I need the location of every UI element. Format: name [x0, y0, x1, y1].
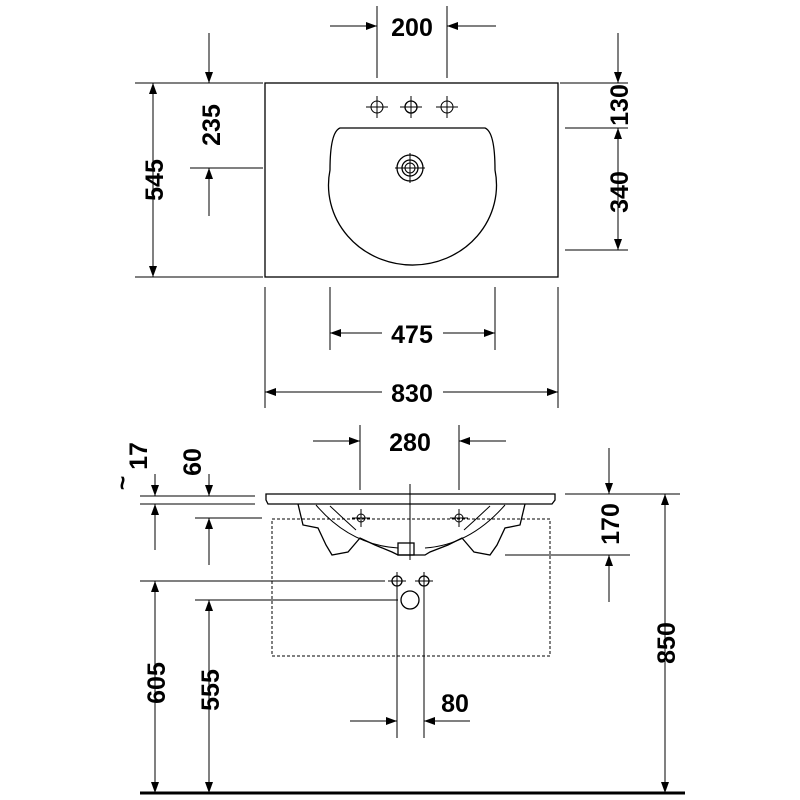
- dim-label-60: 60: [179, 448, 207, 476]
- dim-label-280: 280: [389, 429, 431, 457]
- dim-label-80: 80: [441, 690, 469, 718]
- vanity-top-outline: [264, 82, 559, 278]
- dim-label-830: 830: [391, 380, 433, 408]
- waste-connection: [400, 590, 420, 610]
- vanity-cabinet-hidden: [271, 518, 551, 657]
- dim-total-height: 850: [630, 493, 681, 793]
- dim-label-340: 340: [606, 171, 634, 213]
- tap-hole-center: [400, 96, 422, 118]
- overflow-hole-left: [352, 509, 370, 527]
- dim-right-stack: 130 340: [560, 33, 634, 251]
- dim-label-555: 555: [197, 669, 225, 711]
- dim-label-850: 850: [653, 622, 681, 664]
- dim-tap-spacing: 200: [330, 6, 496, 78]
- dim-label-17: 17: [125, 442, 153, 470]
- tap-hole-right: [436, 96, 458, 118]
- dim-label-tilde: ~: [109, 476, 137, 491]
- dim-label-130: 130: [606, 84, 634, 126]
- dim-drain-from-back: 235: [190, 33, 263, 216]
- dim-rim-thickness: 60: [179, 448, 262, 565]
- dim-label-605: 605: [143, 662, 171, 704]
- dim-basin-height: 170: [505, 448, 630, 602]
- dim-label-200: 200: [391, 14, 433, 42]
- dim-supply-spacing: 80: [350, 690, 470, 725]
- dim-rim-offset: 17 ~: [109, 442, 255, 550]
- tap-hole-left: [366, 96, 388, 118]
- dim-overflow-spacing: 280: [313, 425, 506, 490]
- dim-overall-depth: 545: [135, 82, 263, 278]
- dim-label-475: 475: [391, 321, 433, 349]
- basin-bowl-outline: [327, 127, 498, 266]
- front-view: 280 17 ~ 60: [109, 425, 685, 795]
- dim-overall-width: 830: [264, 287, 559, 408]
- dim-waste-height: 555: [195, 599, 398, 793]
- drain-hole: [395, 153, 425, 183]
- top-view: 200 235 545: [135, 6, 634, 408]
- dim-label-545: 545: [141, 159, 169, 201]
- supply-connection-right: [415, 572, 433, 590]
- bowl-profile: [297, 503, 526, 556]
- dim-label-235: 235: [198, 104, 226, 146]
- drain-outlet: [397, 542, 415, 556]
- dim-basin-width: 475: [329, 287, 496, 350]
- overflow-hole-right: [450, 509, 468, 527]
- dim-supply-height: 605: [140, 580, 385, 793]
- countertop-profile: [265, 493, 556, 505]
- dim-label-170: 170: [597, 503, 625, 545]
- supply-connection-left: [388, 572, 406, 590]
